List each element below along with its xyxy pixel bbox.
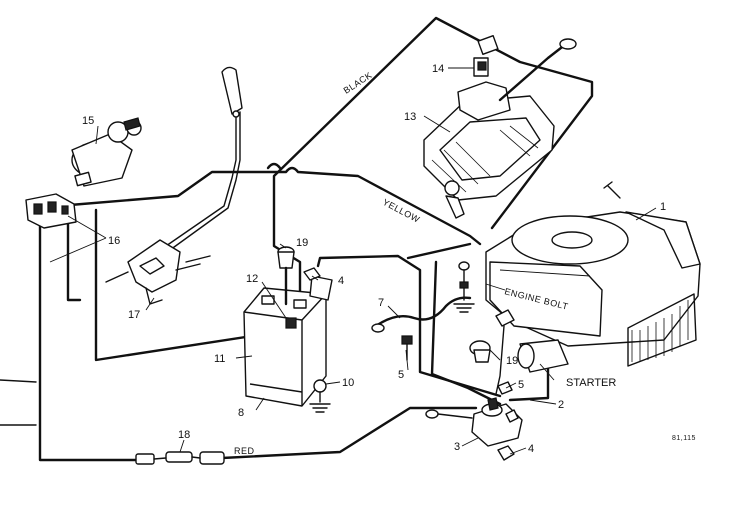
callout-4-top: 4 [338, 275, 344, 287]
callout-11: 11 [214, 353, 225, 365]
ignition-switch [71, 117, 142, 187]
callout-2: 2 [558, 399, 564, 411]
terminal-boot-19-top [277, 246, 295, 306]
engine [485, 181, 701, 373]
engine-ground-bolt [453, 261, 475, 313]
label-yellow: YELLOW [381, 197, 421, 225]
solenoid [425, 397, 523, 447]
callout-18: 18 [178, 429, 190, 441]
wiring-harness [0, 16, 594, 462]
callout-10: 10 [342, 377, 354, 389]
clip-17 [105, 239, 211, 305]
cooling-fins [627, 293, 697, 367]
fuse-holder [135, 451, 225, 465]
callout-8: 8 [238, 407, 244, 419]
callout-labels: 1 2 3 4 4 5 5 7 8 10 11 12 13 14 15 16 1… [82, 63, 666, 455]
interlock-switch-14 [473, 34, 499, 77]
nut-4-top [303, 267, 321, 281]
transmission [423, 38, 577, 219]
yellow-wire [68, 166, 482, 246]
callout-4-bottom: 4 [528, 443, 534, 455]
leader-lines [49, 67, 657, 455]
callout-5-left: 5 [398, 369, 404, 381]
callout-3: 3 [454, 441, 460, 453]
callout-1: 1 [660, 201, 666, 213]
shift-lever [165, 66, 243, 251]
battery-ground [309, 391, 331, 413]
callout-7: 7 [378, 297, 384, 309]
battery [243, 275, 333, 407]
harness-16-wire [38, 220, 142, 462]
battery-to-solenoid-cable [316, 254, 502, 398]
cable-7 [374, 296, 472, 328]
label-starter: STARTER [566, 377, 616, 389]
callout-13: 13 [404, 111, 416, 123]
callout-15: 15 [82, 115, 94, 127]
callout-5-right: 5 [518, 379, 524, 391]
callout-19-right: 19 [506, 355, 518, 367]
bolt-5-right [497, 381, 513, 395]
harness-connector [25, 193, 77, 229]
callout-12: 12 [246, 273, 258, 285]
callout-16: 16 [108, 235, 120, 247]
label-red: RED [234, 446, 255, 456]
ring-terminal [371, 323, 385, 333]
callout-17: 17 [128, 309, 140, 321]
bracket-bolt [495, 309, 515, 395]
nut-4-bottom [497, 445, 515, 461]
terminal-boot-19-right [469, 340, 491, 363]
red-wire [220, 406, 478, 460]
callout-14: 14 [432, 63, 444, 75]
callout-19-top: 19 [296, 237, 308, 249]
drawing-code: 81,115 [672, 435, 696, 442]
